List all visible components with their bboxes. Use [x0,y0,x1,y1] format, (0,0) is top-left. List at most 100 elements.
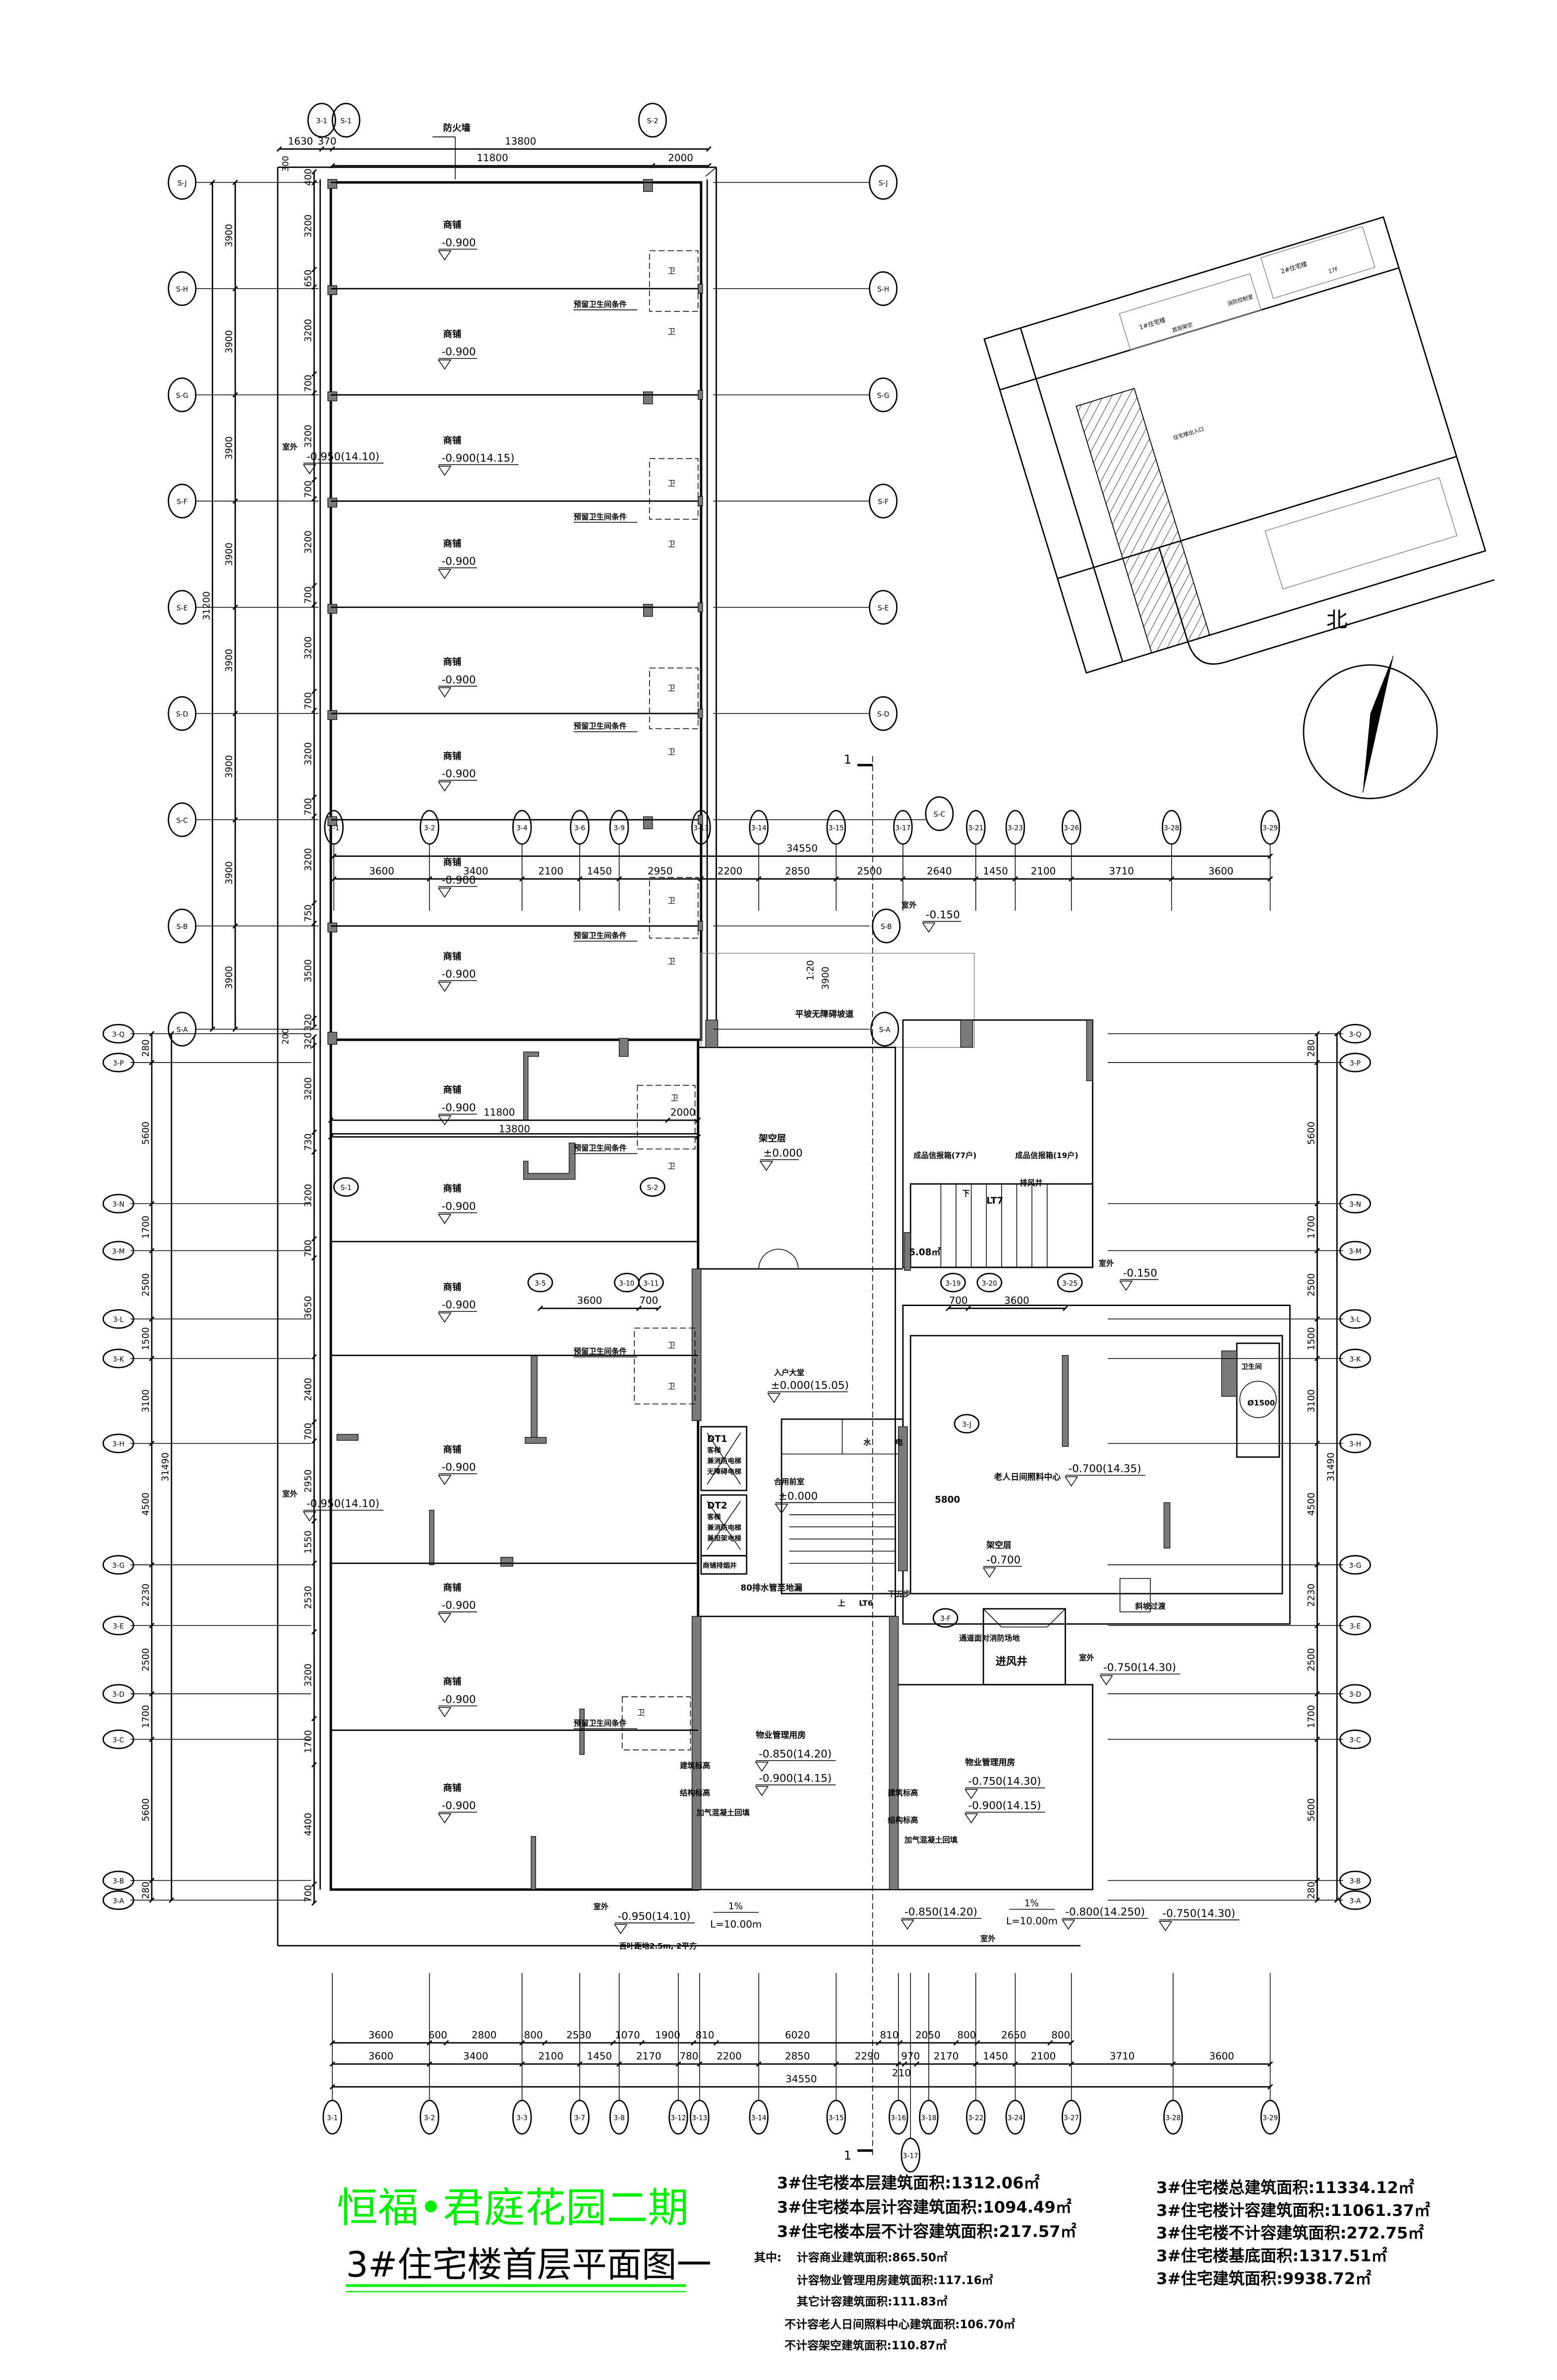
outdoor-elevation: -0.750(14.30) [1103,1662,1176,1674]
axis-label: 3-K [113,1356,124,1364]
dimension-tick [311,1762,317,1768]
middle-dimension-value: 2100 [539,865,564,877]
outdoor-elevation: -0.950(14.10) [306,1498,379,1510]
bottom-dimension-row2-value: 2100 [539,2051,564,2062]
axis-label: 3-H [113,1440,124,1448]
smoke-shaft [700,1555,748,1575]
axis-label: 3-22 [968,2114,983,2122]
lower-left-dimension-value: 2500 [141,1273,151,1297]
axis-bubble [102,1555,134,1575]
axis-label: 3-P [113,1060,124,1068]
dimension-tick [577,2061,583,2067]
elevator-dt1 [700,1426,748,1491]
axis-label: 3-28 [1165,2114,1181,2122]
elevation-triangle-icon [438,466,452,476]
dimension-tick [149,1622,155,1628]
dimension-tick [1047,2040,1053,2046]
dimension-value: 3900 [821,966,831,990]
middle-dimension-value: 1450 [587,865,612,877]
toilet-label: 卫生间 [1241,1363,1261,1371]
dimension-tick [331,876,337,882]
dimension-tick [329,2084,335,2090]
dimension-tick [311,179,317,185]
outdoor-elevation: -0.950(14.10) [618,1910,691,1923]
elevator-label: 客梯 [707,1446,721,1454]
smoke-shaft-label: 商铺排烟井 [703,1561,737,1570]
lower-right-dimension-value: 280 [1306,1039,1317,1057]
axis-label: S-1 [341,118,352,125]
elevator-label: 兼消防电梯 [707,1457,741,1465]
axis-label: 3-2 [424,825,435,833]
building-2-footprint [1260,226,1376,299]
dimension-tick [149,1440,155,1446]
dimension-tick [311,1629,317,1635]
lower-left-inner-dimension-value: 2530 [303,1586,313,1609]
dimension-tick [276,146,282,152]
axis-bubble [168,908,197,944]
upper-left-dimension-value: 3900 [224,755,235,778]
bottom-dimension-row2-value: 2170 [934,2051,959,2062]
dimension-tick [311,284,317,290]
shop-elevation: -0.900 [442,555,476,568]
bottom-total-dimension-value: 34550 [785,2074,817,2085]
area-breakdown: 不计容老人日间照料中心建筑面积:106.70㎡ [784,2318,1015,2331]
bottom-dimension-row1-value: 6020 [785,2029,810,2041]
elevation-mark: -0.850(14.20) [904,1906,977,1918]
dimension-tick [232,604,238,610]
axis-bubble [1339,1193,1371,1214]
room-elevation: ±0.000(15.05) [771,1379,849,1392]
axis-bubble [1163,2099,1183,2135]
lower-left-total-value: 31490 [161,1452,171,1481]
section-mark: 1 [844,752,852,767]
axis-bubble [168,271,197,306]
dimension-tick [876,2040,882,2046]
area-line: 3#住宅建筑面积:9938.72㎡ [1156,2269,1371,2288]
dimension-tick [311,1716,317,1722]
shop-label: 商铺 [443,1282,462,1293]
elevation-triangle-icon [438,250,452,261]
column [698,496,703,506]
axis-bubble [976,1272,1003,1293]
axis-bubble [869,271,898,306]
axis-label: 3-14 [751,825,767,833]
elevation-triangle-icon [438,981,452,992]
shop-label: 商铺 [443,538,462,549]
dimension-tick [149,1736,155,1742]
axis-label: 3-J [962,1421,971,1428]
axis-bubble [102,1193,134,1214]
axis-bubble [1339,1890,1371,1910]
axis-bubble [690,2099,710,2135]
dimension-tick [311,1881,317,1887]
axis-label: 3-D [113,1691,124,1699]
axis-bubble [1339,1348,1371,1368]
dimension-tick [311,1034,317,1040]
dimension-tick [973,2061,979,2067]
axis-bubble [307,103,336,138]
axis-bubble [826,2099,846,2135]
axis-bubble [331,103,360,138]
stair-label: LT6 [859,1599,873,1608]
axis-label: 3-H [1349,1440,1361,1448]
bottom-dimension-row2-value: 780 [679,2051,698,2062]
axis-bubble [638,103,667,138]
elevation-triangle-icon [438,1813,452,1824]
dimension-tick [1314,1562,1320,1568]
north-label: 北 [1326,608,1348,633]
axis-bubble [1057,1272,1083,1293]
elevation-triangle-icon [438,687,452,698]
axis-label: 3-20 [982,1280,997,1288]
bottom-dimension-row1-value: 800 [958,2029,976,2041]
axis-label: 3-G [112,1562,124,1570]
upper-left-inner-dimension-value: 3200 [303,531,313,554]
axis-bubble [1260,2099,1280,2135]
top-dimension-value: 11800 [477,152,508,164]
dimension-tick [1267,2061,1273,2067]
axis-label: 3-15 [829,825,844,833]
elevation-triangle-icon [982,1567,997,1578]
axis-label: 3-1 [327,2114,338,2122]
upper-left-inner-dimension-value: 3200 [303,425,313,448]
dimension-tick [232,817,238,823]
axis-label: 3-13 [693,825,709,833]
room-elevation: -0.700(14.35) [1069,1463,1141,1475]
axis-label: 3-G [1349,1562,1362,1570]
